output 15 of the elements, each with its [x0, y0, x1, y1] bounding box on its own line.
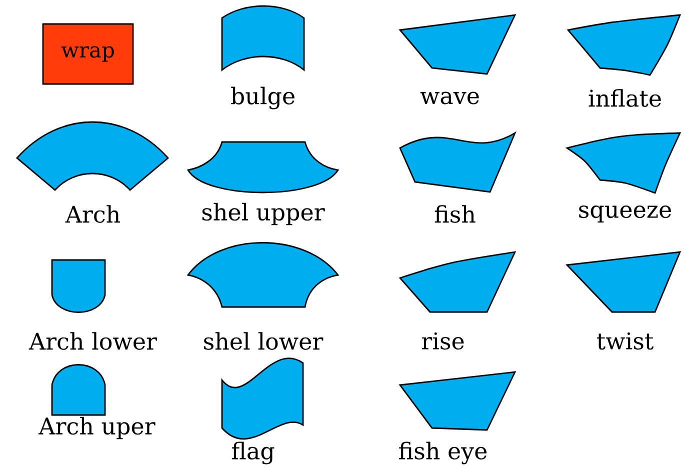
shape-label: shel lower [204, 332, 324, 350]
shape-label: wave [420, 92, 479, 104]
shape-label: Arch lower [28, 332, 158, 350]
shape-label: shel upper [202, 202, 325, 226]
shape-label: twist [597, 332, 654, 350]
shape-label: rise [422, 332, 464, 350]
shape-label: flag [232, 442, 274, 464]
shape-label: bulge [231, 86, 294, 110]
shape-label: squeeze [579, 205, 671, 223]
shape-label: fish [434, 205, 476, 223]
shape-label: Arch [65, 205, 120, 223]
shape-label: inflate [588, 89, 661, 107]
shape-label: fish eye [399, 442, 487, 464]
shape-label: Arch uper [38, 416, 156, 440]
wrap-box: wrap [42, 23, 134, 85]
